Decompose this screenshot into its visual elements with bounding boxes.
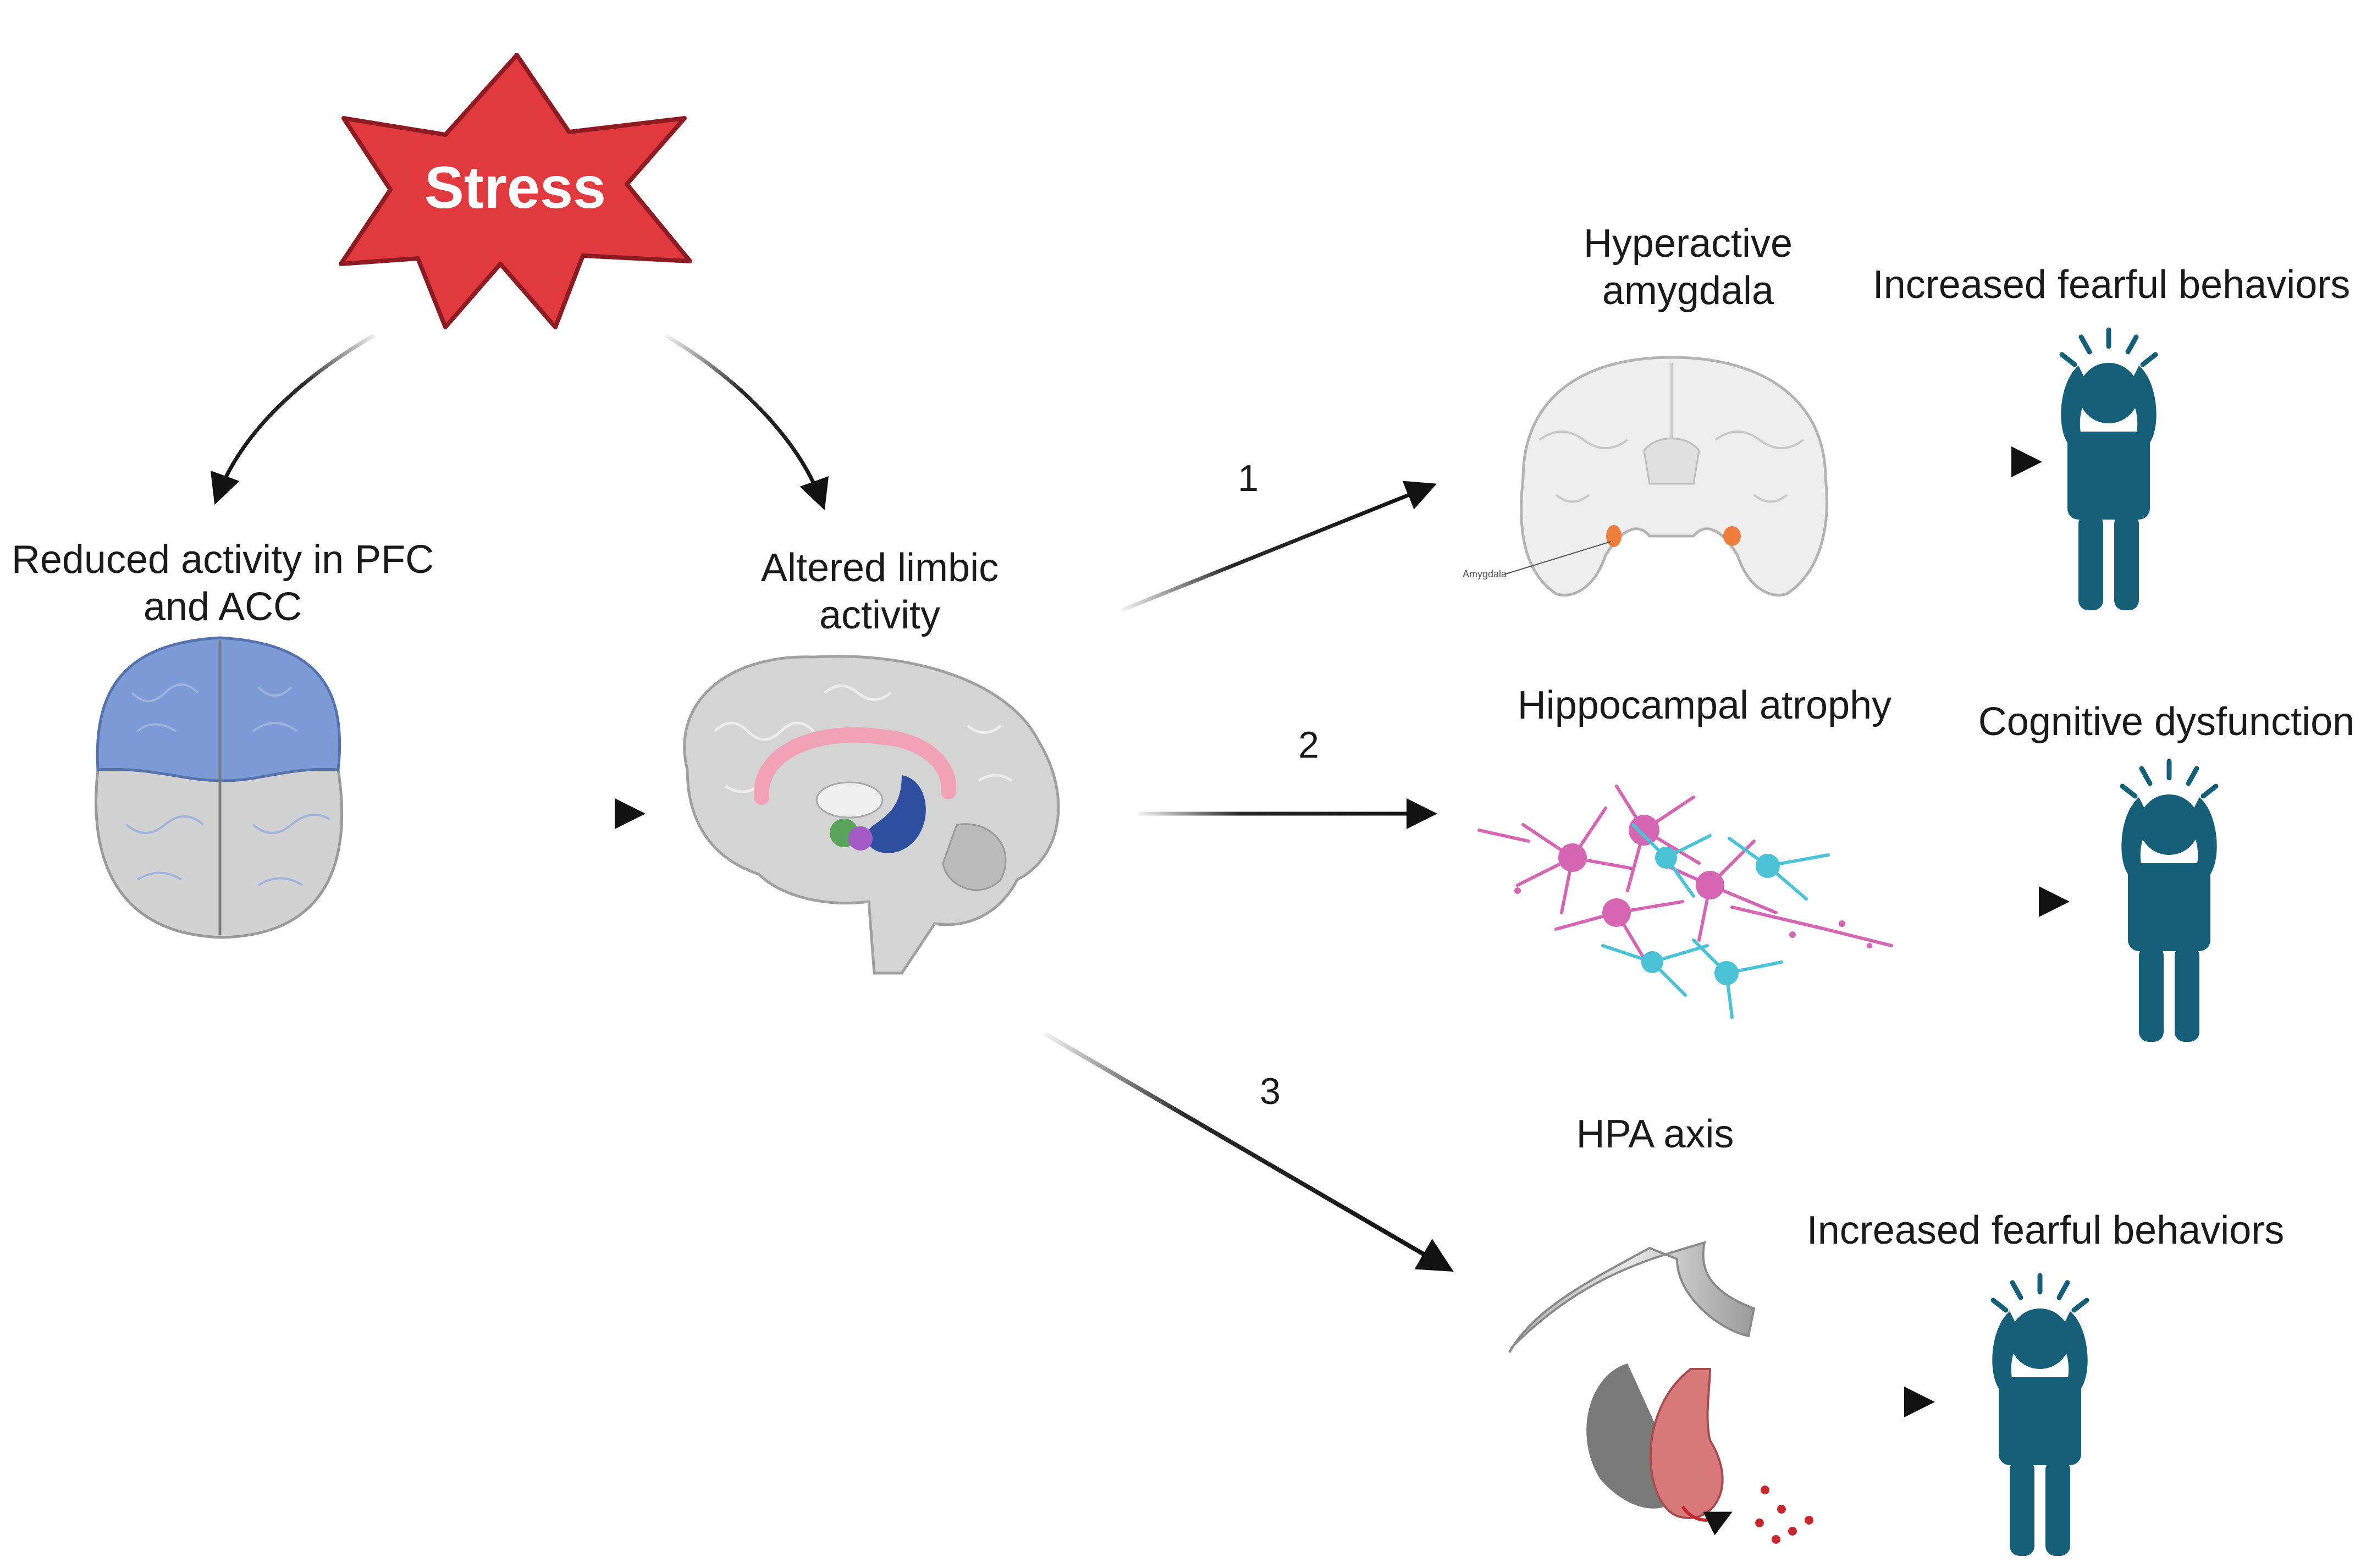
- amygdala-brain-icon: Amygdala: [1463, 356, 1828, 597]
- limbic-brain-icon: [683, 655, 1060, 975]
- arrow-pathway-1: [1121, 481, 1437, 612]
- pfc-label: Reduced activity in PFC and ACC: [0, 536, 445, 631]
- limbic-label-line2: activity: [819, 593, 941, 638]
- anxious-person-icon-3: [1990, 1273, 2089, 1556]
- arrow-stress-to-pfc: [210, 333, 375, 505]
- pathway-2-number: 2: [1298, 724, 1319, 766]
- pfc-label-line1: Reduced activity in PFC: [11, 538, 434, 582]
- pathway-1-cause-line2: amygdala: [1602, 269, 1774, 313]
- pituitary-icon: [1508, 1241, 1813, 1544]
- anxious-person-icon-2: [2120, 759, 2219, 1042]
- pathway-3-number: 3: [1260, 1070, 1281, 1112]
- stress-star-icon: [339, 53, 692, 329]
- pathway-3-cause-label: HPA axis: [1576, 1112, 1734, 1156]
- pfc-label-line2: and ACC: [143, 585, 302, 630]
- pathway-1-cause-line1: Hyperactive: [1583, 222, 1793, 266]
- pathway-3-effect-label: Increased fearful behaviors: [1806, 1208, 2285, 1252]
- amygdala-tag: Amygdala: [1463, 568, 1507, 579]
- neurons-icon: [1477, 785, 1893, 1019]
- arrow-stress-to-limbic: [664, 333, 829, 511]
- arrow-pathway-3: [1043, 1031, 1454, 1272]
- pathway-2-cause-label: Hippocampal atrophy: [1517, 683, 1892, 727]
- pathway-1-cause-label: Hyperactive amygdala: [1523, 220, 1853, 315]
- amygdala-left: [1606, 525, 1622, 547]
- pathway-1-effect-label: Increased fearful behaviors: [1872, 263, 2351, 307]
- amygdala-right: [1723, 526, 1741, 546]
- stress-label: Stress: [424, 154, 606, 220]
- limbic-label: Altered limbic activity: [715, 544, 1045, 639]
- pathway-2-effect-label: Cognitive dysfunction: [1978, 700, 2355, 744]
- stress-burst: Stress: [339, 53, 692, 329]
- limbic-label-line1: Altered limbic: [760, 546, 999, 590]
- anxious-person-icon-1: [2059, 327, 2158, 610]
- pathway-1-number: 1: [1238, 457, 1259, 499]
- pfc-brain-icon: [95, 636, 344, 939]
